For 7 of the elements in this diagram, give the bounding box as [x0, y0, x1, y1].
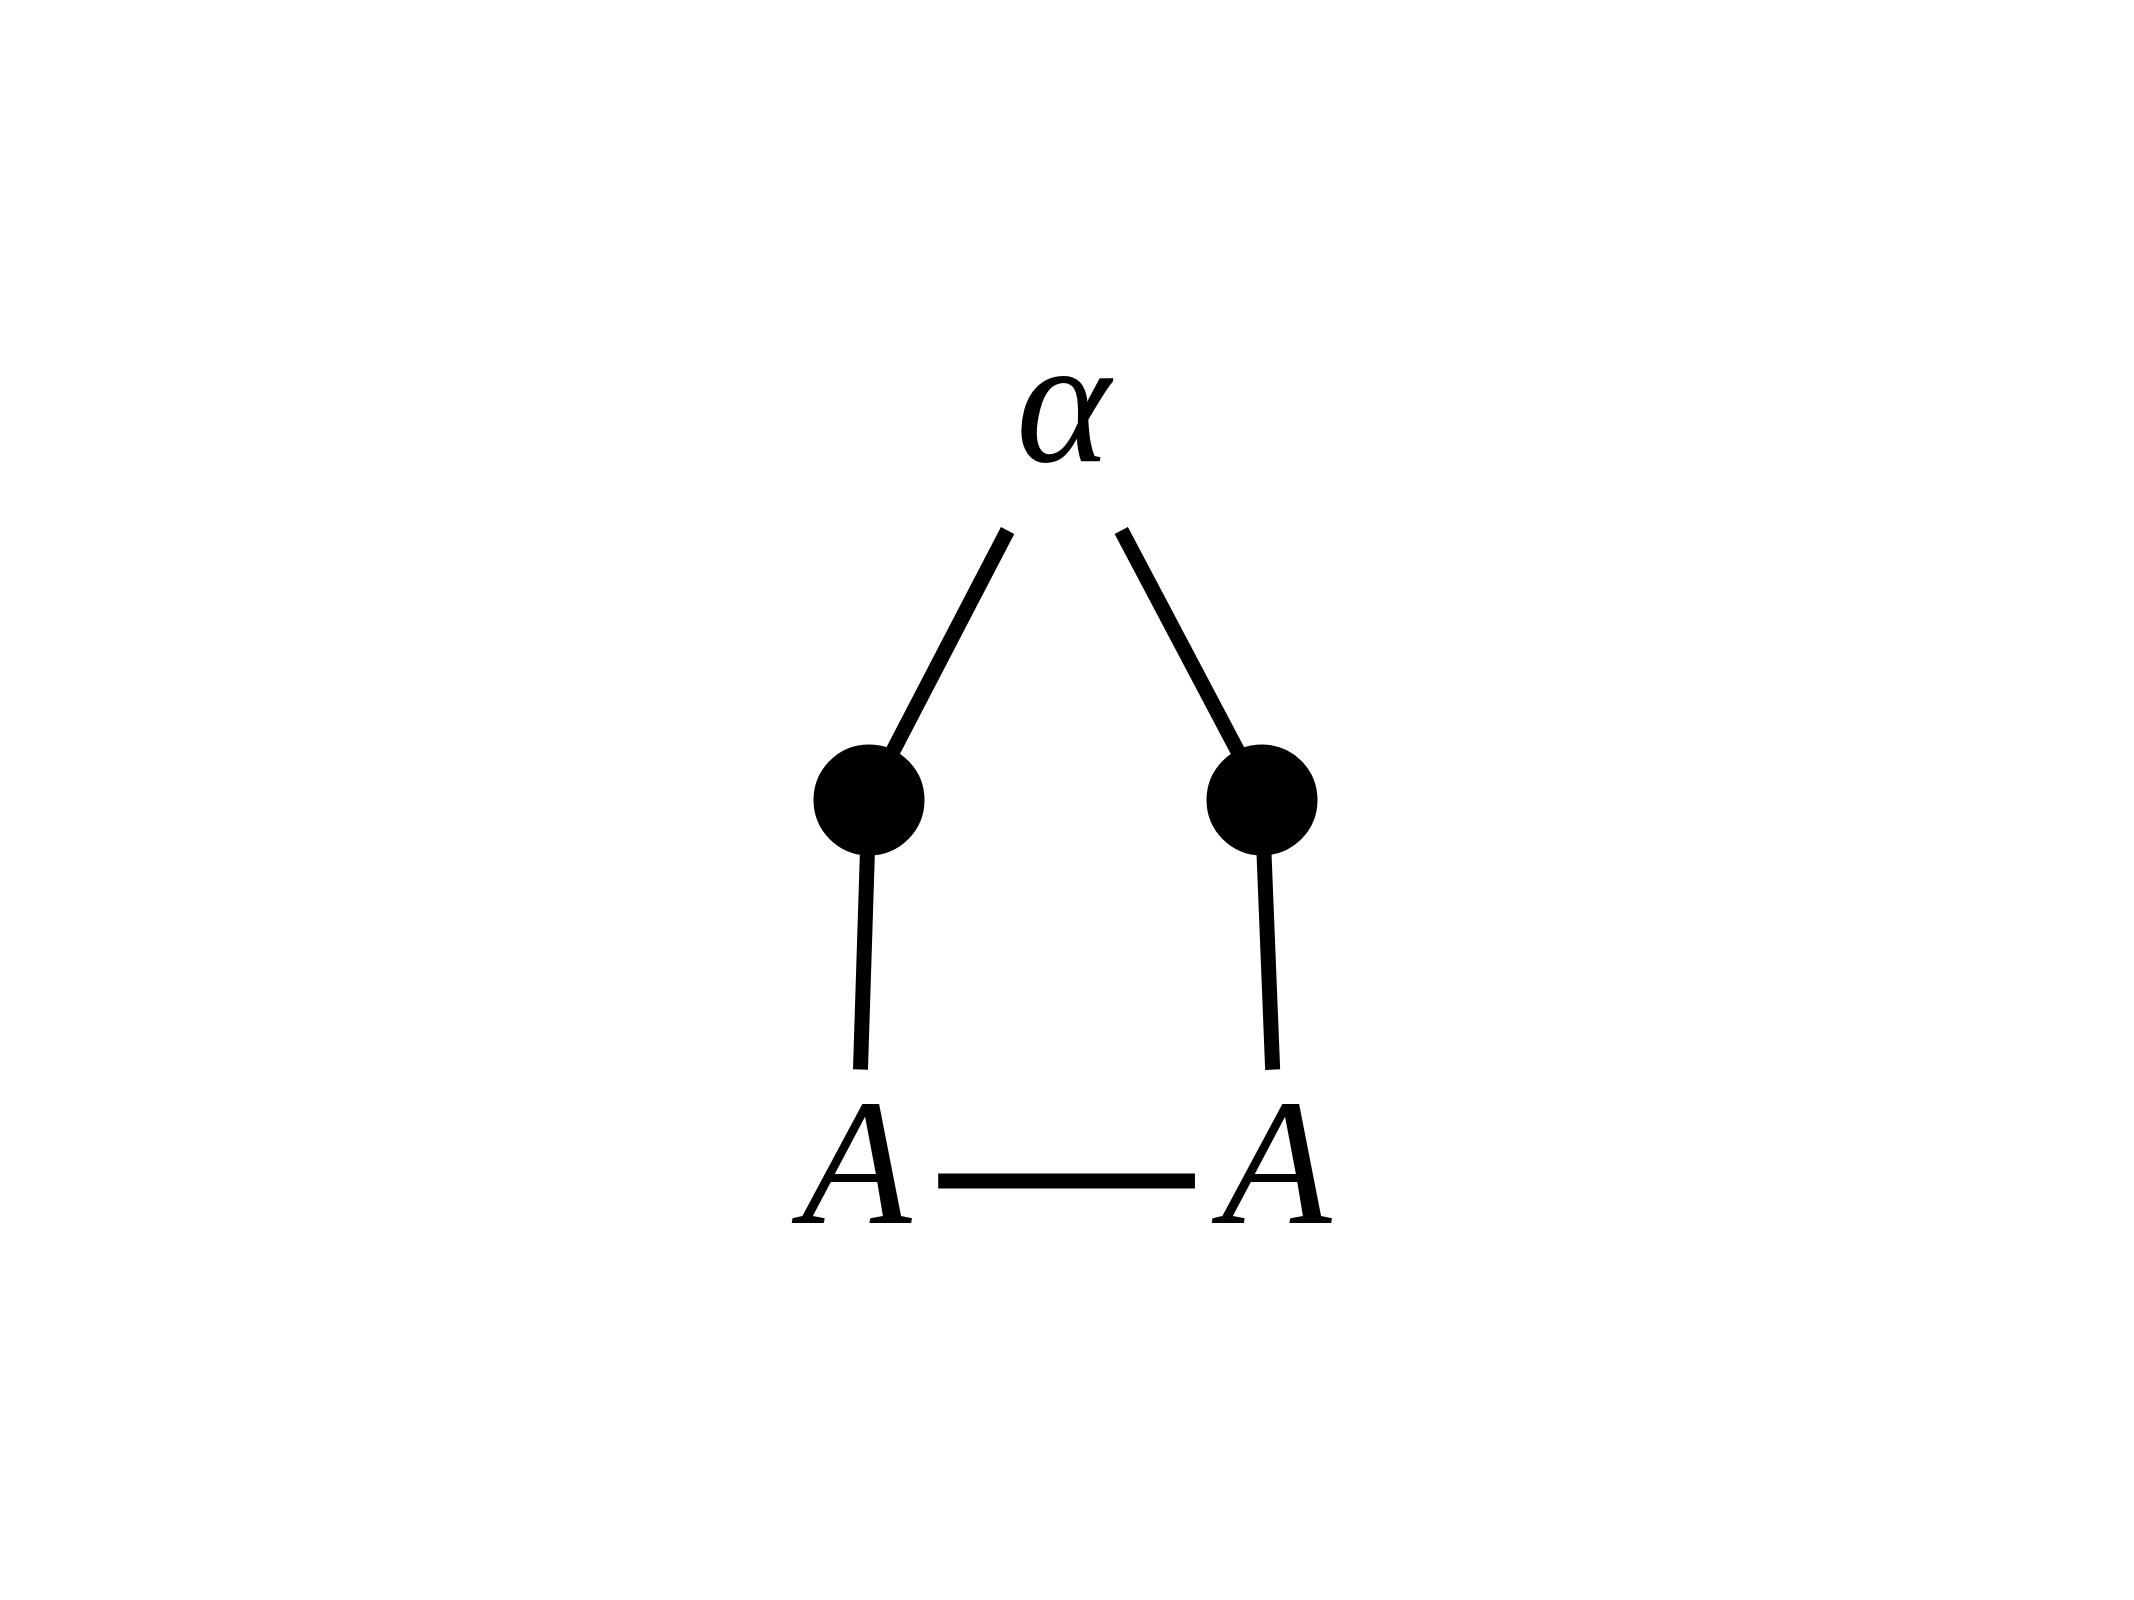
- connector: [886, 527, 1015, 755]
- connector: [1256, 854, 1281, 1070]
- node-circle: [813, 744, 925, 856]
- node-circle: [1206, 744, 1318, 856]
- connector: [938, 1173, 1195, 1189]
- connector: [853, 854, 875, 1070]
- connector: [1114, 526, 1245, 755]
